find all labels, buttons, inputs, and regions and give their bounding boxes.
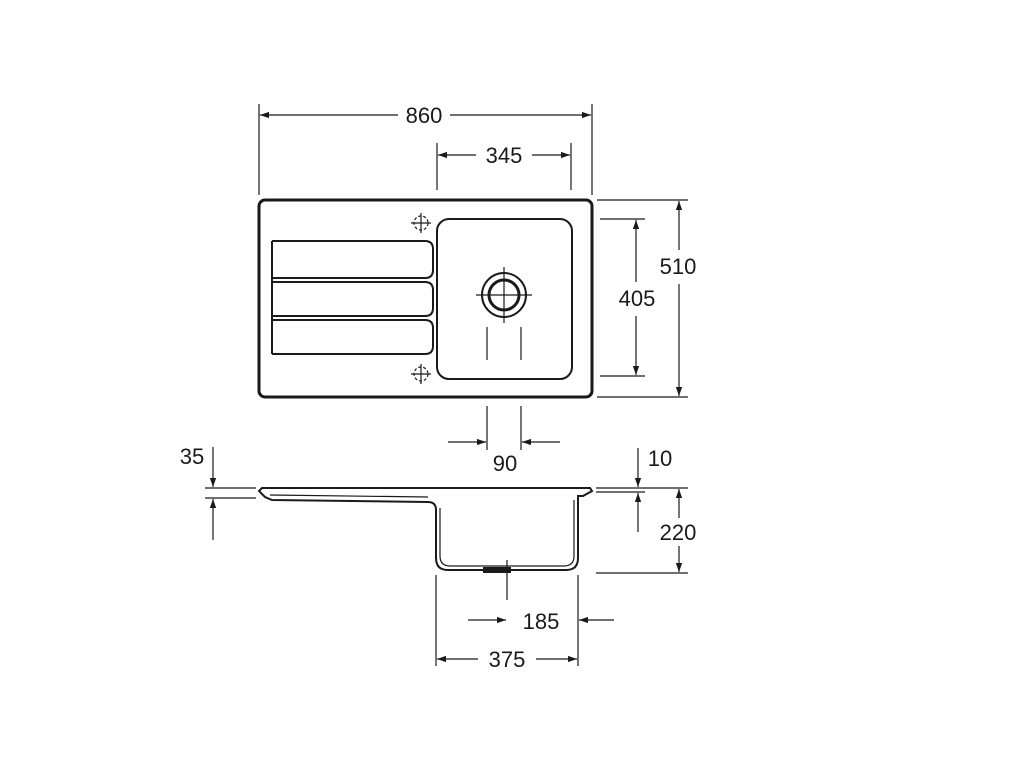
side-view: 35 10 220 185 375 xyxy=(180,444,697,672)
dimension-overall-width: 860 xyxy=(258,103,593,195)
dimension-overall-depth: 510 xyxy=(597,199,697,398)
waste-outlet-icon xyxy=(476,267,532,360)
dimension-rim-height: 10 xyxy=(596,446,688,532)
sink-profile xyxy=(257,487,594,571)
sink-outline xyxy=(257,198,594,399)
dimension-label: 510 xyxy=(660,254,697,279)
dimension-label: 90 xyxy=(493,451,517,476)
dimension-bowl-height: 220 xyxy=(596,489,697,574)
dimension-label: 185 xyxy=(523,609,560,634)
dimension-label: 220 xyxy=(660,520,697,545)
dimension-waste-offset: 90 xyxy=(448,406,560,476)
top-view: 860 345 510 405 xyxy=(257,103,697,476)
waste-outlet-profile xyxy=(483,560,511,600)
tap-hole-marker-icon xyxy=(411,364,431,384)
dimension-drainer-thickness: 35 xyxy=(180,444,256,540)
dimension-bowl-length: 375 xyxy=(435,575,577,672)
tap-hole-marker-icon xyxy=(411,213,431,233)
dimension-label: 35 xyxy=(180,444,204,469)
dimension-bowl-depth: 405 xyxy=(600,218,656,377)
dimension-label: 345 xyxy=(486,143,523,168)
dimension-label: 405 xyxy=(619,286,656,311)
dimension-label: 10 xyxy=(648,446,672,471)
bowl-outline xyxy=(436,218,573,380)
dimension-label: 375 xyxy=(489,647,526,672)
dimension-label: 860 xyxy=(406,103,443,128)
dimension-bowl-width: 345 xyxy=(436,143,572,190)
drainer-ribs xyxy=(271,240,434,355)
dimension-waste-distance: 185 xyxy=(468,575,614,666)
